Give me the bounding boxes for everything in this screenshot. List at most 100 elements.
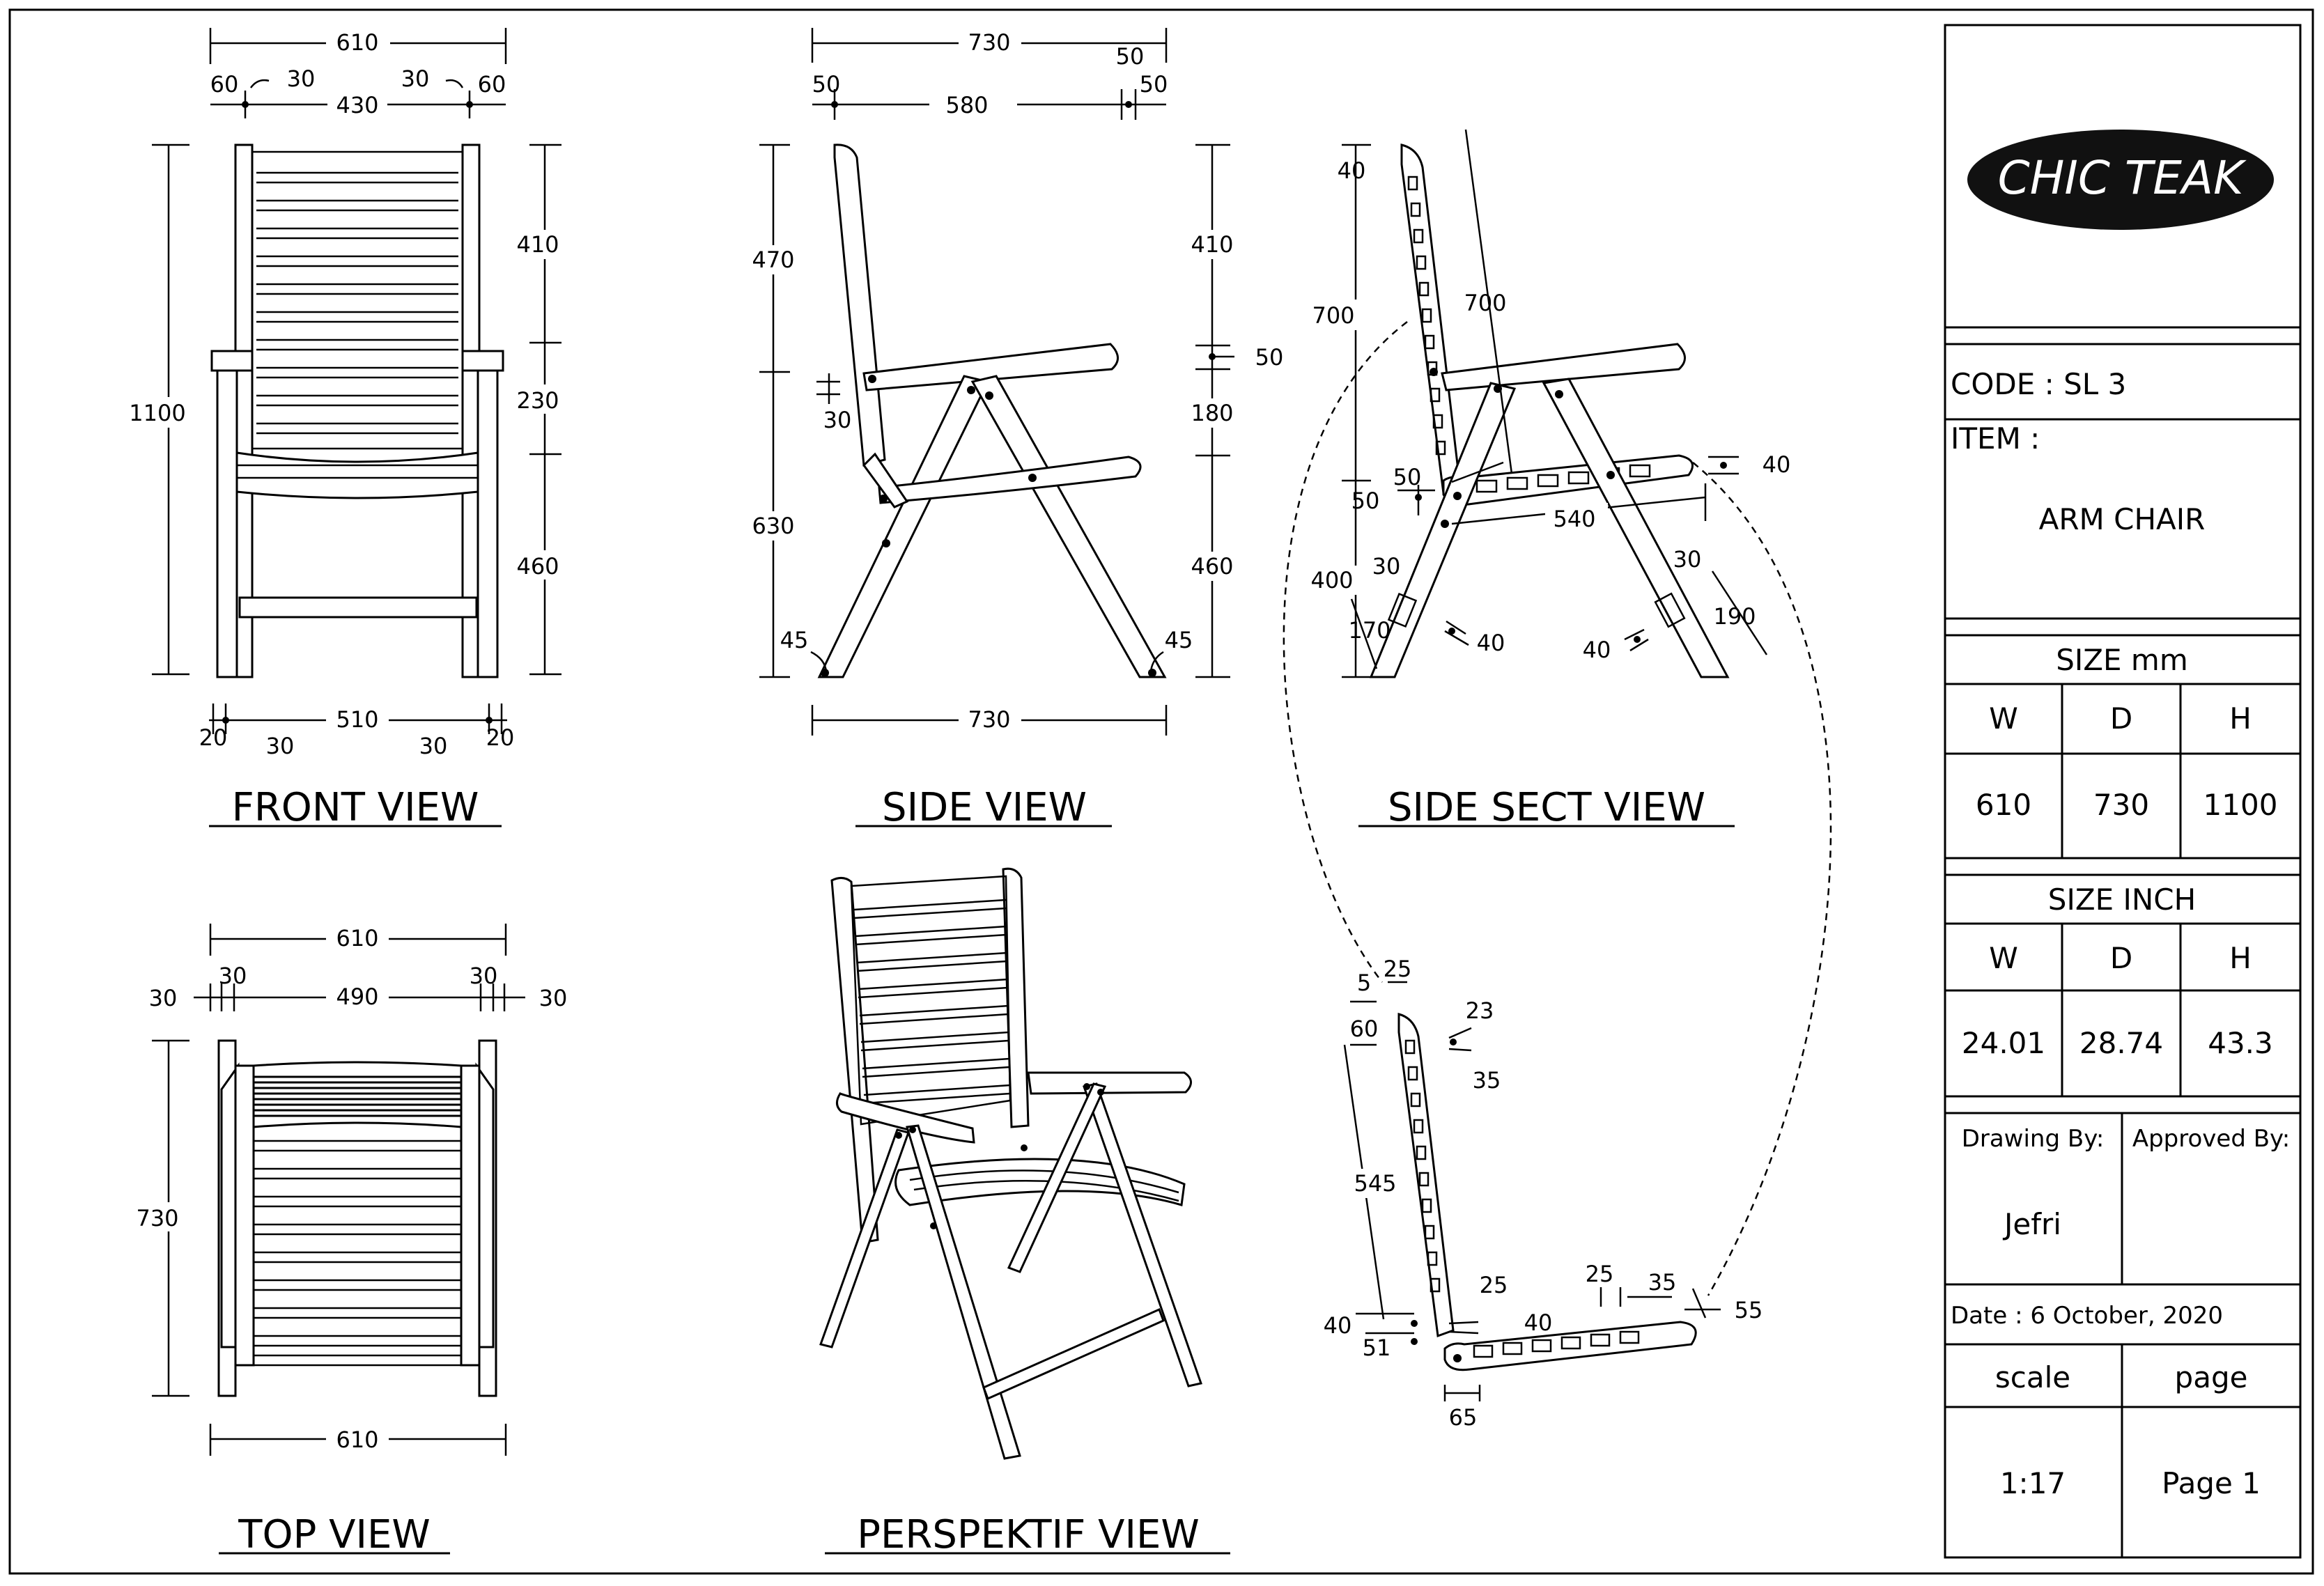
dimension-label: 40: [1324, 1312, 1352, 1339]
dimension-label: 30: [1372, 553, 1401, 580]
dimension-label: 460: [1191, 553, 1233, 580]
dimension-label: 23: [1466, 997, 1494, 1024]
dimension-label: 35: [1648, 1269, 1677, 1296]
perspektif-view-title: PERSPEKTIF VIEW: [857, 1512, 1199, 1557]
sheet-border: [8, 8, 2314, 1575]
dimension-label: 50: [1140, 71, 1168, 98]
dimension-label: 30: [1673, 546, 1702, 573]
dimension-label: 30: [266, 733, 295, 759]
dimension-label: 40: [1763, 451, 1791, 478]
side-view-title: SIDE VIEW: [882, 785, 1087, 830]
size-mm-col-d: D: [2110, 701, 2132, 736]
size-inch-col-h: H: [2229, 941, 2252, 975]
dimension-label: 60: [210, 71, 239, 98]
dimension-label: 25: [1384, 956, 1412, 982]
dimension-label: 610: [336, 925, 378, 951]
dimension-label: 30: [823, 407, 852, 433]
dimension-label: 700: [1312, 302, 1354, 329]
size-inch-d: 28.74: [2079, 1026, 2163, 1060]
detail-callout-left: [1283, 321, 1408, 983]
item-name: ARM CHAIR: [2039, 502, 2206, 536]
dimension-label: 50: [812, 71, 841, 98]
chic-teak-logo: CHIC TEAK: [1967, 130, 2274, 230]
detail-dimensions: 5 25 60 23 35 545 25 40 51 40 25 35 55 6…: [1324, 956, 1763, 1431]
product-code: CODE : SL 3: [1951, 367, 2126, 401]
dimension-label: 410: [1191, 231, 1233, 258]
size-mm-heading: SIZE mm: [2056, 643, 2188, 677]
dimension-label: 20: [486, 724, 515, 751]
dimension-label: 50: [1255, 344, 1284, 371]
size-inch-h: 43.3: [2208, 1026, 2273, 1060]
dimension-label: 730: [968, 29, 1010, 56]
perspektif-view-drawing: [819, 867, 1202, 1460]
size-inch-col-d: D: [2110, 941, 2132, 975]
dimension-label: 50: [1393, 464, 1422, 490]
size-inch-w: 24.01: [1962, 1026, 2045, 1060]
dimension-label: 400: [1310, 567, 1353, 593]
dimension-label: 410: [516, 231, 559, 258]
side-sect-view-title: SIDE SECT VIEW: [1388, 785, 1705, 830]
dimension-label: 30: [419, 733, 448, 759]
dimension-label: 630: [752, 513, 794, 539]
dimension-label: 610: [336, 29, 378, 56]
dimension-label: 40: [1338, 157, 1366, 184]
page-label: page: [2175, 1360, 2248, 1394]
dimension-label: 30: [287, 65, 316, 92]
drawing-date: Date : 6 October, 2020: [1951, 1302, 2223, 1330]
size-mm-h: 1100: [2203, 788, 2278, 822]
top-view-title: TOP VIEW: [238, 1512, 430, 1557]
size-inch-col-w: W: [1989, 941, 2018, 975]
dimension-label: 30: [539, 985, 568, 1011]
size-mm-d: 730: [2093, 788, 2149, 822]
dimension-label: 25: [1480, 1272, 1508, 1298]
dimension-label: 20: [199, 724, 228, 751]
size-mm-col-w: W: [1989, 701, 2018, 736]
side-sect-view-drawing: [1369, 129, 1730, 678]
dimension-label: 40: [1477, 630, 1505, 656]
dimension-label: 51: [1363, 1335, 1391, 1361]
dimension-label: 730: [136, 1205, 178, 1231]
dimension-label: 35: [1473, 1067, 1501, 1094]
dimension-label: 540: [1553, 506, 1595, 532]
drawing-by-label: Drawing By:: [1962, 1125, 2105, 1153]
side-sect-view-dimensions: 40 700 400 700 50 50 30 170 40 540 40 30…: [1310, 143, 1791, 678]
approved-by-label: Approved By:: [2132, 1125, 2290, 1153]
dimension-label: 470: [752, 247, 794, 273]
dimension-label: 700: [1464, 290, 1506, 316]
dimension-label: 580: [945, 92, 988, 118]
dimension-label: 5: [1357, 970, 1371, 996]
size-inch-heading: SIZE INCH: [2048, 883, 2196, 917]
size-mm-col-h: H: [2229, 701, 2252, 736]
dimension-label: 1100: [129, 400, 185, 426]
dimension-label: 730: [968, 706, 1010, 733]
detail-callout-right: [1692, 462, 1832, 1296]
dimension-label: 45: [780, 627, 809, 653]
page-value: Page 1: [2162, 1466, 2261, 1500]
scale-value: 1:17: [2000, 1466, 2066, 1500]
scale-label: scale: [1995, 1360, 2070, 1394]
dimension-label: 180: [1191, 400, 1233, 426]
dimension-label: 55: [1735, 1297, 1763, 1323]
dimension-label: 170: [1348, 617, 1390, 644]
dimension-label: 25: [1586, 1261, 1614, 1287]
dimension-label: 50: [1116, 43, 1145, 70]
detail-drawing: [1397, 1013, 1697, 1371]
dimension-label: 460: [516, 553, 559, 580]
size-mm-w: 610: [1976, 788, 2031, 822]
dimension-label: 610: [336, 1426, 378, 1453]
logo-text: CHIC TEAK: [1998, 151, 2247, 205]
dimension-label: 490: [336, 984, 378, 1010]
dimension-label: 60: [1350, 1016, 1379, 1042]
front-view-dimensions: 610 430 60 30 30 60 1100 410 230 460 510…: [123, 28, 577, 759]
top-view-dimensions: 610 490 30 30 30 30 730 610: [130, 924, 567, 1456]
dimension-label: 30: [470, 963, 498, 989]
dimension-label: 30: [149, 985, 178, 1011]
front-view-drawing: [210, 143, 504, 678]
dimension-label: 230: [516, 387, 559, 414]
dimension-label: 30: [219, 963, 247, 989]
side-view-drawing: [817, 143, 1167, 678]
side-view-dimensions: 730 580 50 50 50 470 630 30 45 410 50: [744, 28, 1283, 736]
title-block: [1944, 24, 2302, 1559]
dimension-label: 60: [478, 71, 506, 98]
